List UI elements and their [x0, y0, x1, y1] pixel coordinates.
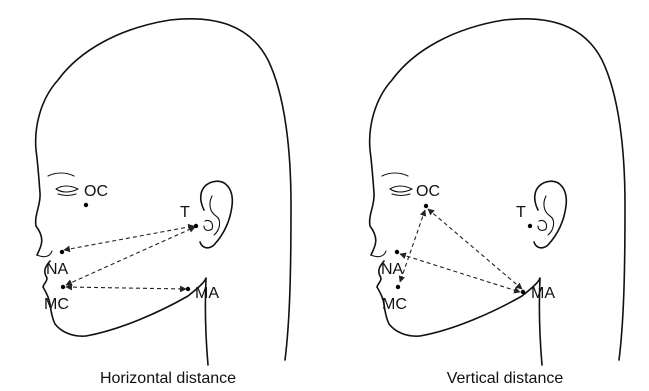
point-oc: [84, 203, 88, 207]
dashed-arrows-vertical: [400, 209, 522, 292]
point-mc: [396, 285, 400, 289]
point-na: [395, 250, 399, 254]
point-mc: [61, 285, 65, 289]
dashed-arrows-horizontal: [64, 226, 195, 289]
label-mc: MC: [44, 296, 69, 313]
arrow-oc-ma: [428, 209, 522, 289]
arrow-mc-ma: [66, 287, 186, 289]
head-profile-left: [36, 19, 291, 365]
landmark-labels-right: OC T NA MC MA: [381, 183, 555, 313]
point-ma: [521, 290, 525, 294]
panel-horizontal: OC T NA MC MA Horizontal distance: [36, 19, 291, 387]
point-oc: [424, 204, 428, 208]
label-na: NA: [381, 261, 404, 278]
label-t: T: [180, 204, 190, 221]
label-mc: MC: [382, 296, 407, 313]
label-oc: OC: [84, 183, 108, 200]
point-t: [528, 224, 532, 228]
caption-horizontal: Horizontal distance: [100, 370, 236, 387]
arrow-na-ma: [400, 254, 520, 292]
panel-vertical: OC T NA MC MA Vertical distance: [370, 19, 625, 387]
label-oc: OC: [416, 183, 440, 200]
point-na: [60, 250, 64, 254]
label-ma: MA: [531, 285, 555, 302]
label-na: NA: [46, 261, 69, 278]
arrow-oc-mc: [400, 210, 425, 282]
point-ma: [186, 287, 190, 291]
landmark-points-right: [395, 204, 532, 294]
arrow-mc-t: [66, 227, 195, 285]
point-t: [194, 224, 198, 228]
label-t: T: [516, 204, 526, 221]
label-ma: MA: [195, 285, 219, 302]
arrow-na-t: [64, 226, 194, 250]
landmark-labels-left: OC T NA MC MA: [44, 183, 219, 313]
caption-vertical: Vertical distance: [447, 370, 564, 387]
head-profile-right: [370, 19, 625, 365]
